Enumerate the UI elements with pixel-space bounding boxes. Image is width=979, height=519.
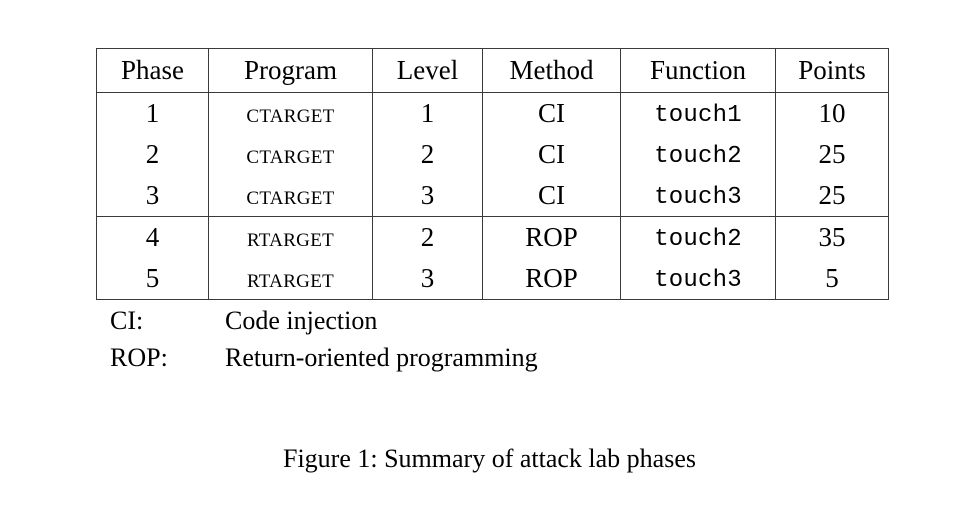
cell-function: touch1 — [620, 92, 776, 134]
cell-level: 3 — [372, 175, 483, 217]
column-header-phase: Phase — [96, 48, 209, 93]
cell-program: CTARGET — [208, 134, 373, 175]
function-name: touch2 — [654, 226, 742, 253]
legend-key-ci: CI: — [110, 306, 144, 335]
table-header: Phase Program Level Method Function Poin… — [96, 48, 889, 93]
table-row: 5 RTARGET 3 ROP touch3 5 — [96, 258, 889, 300]
table-row: 3 CTARGET 3 CI touch3 25 — [96, 175, 889, 217]
cell-method: ROP — [482, 216, 621, 258]
cell-points: 35 — [775, 216, 889, 258]
cell-level: 3 — [372, 258, 483, 300]
cell-points: 10 — [775, 92, 889, 134]
cell-level: 2 — [372, 134, 483, 175]
cell-phase: 2 — [96, 134, 209, 175]
cell-program: CTARGET — [208, 175, 373, 217]
legend-item: ROP: Return-oriented programming — [110, 339, 538, 376]
function-name: touch1 — [654, 102, 742, 129]
cell-function: touch3 — [620, 175, 776, 217]
cell-level: 1 — [372, 92, 483, 134]
program-name: RTARGET — [246, 263, 335, 293]
program-name: CTARGET — [246, 139, 335, 169]
cell-program: CTARGET — [208, 92, 373, 134]
column-header-level: Level — [372, 48, 483, 93]
cell-method: CI — [482, 134, 621, 175]
cell-program: RTARGET — [208, 258, 373, 300]
program-name: CTARGET — [246, 98, 335, 128]
legend-item: CI: Code injection — [110, 302, 538, 339]
column-header-method: Method — [482, 48, 621, 93]
abbreviation-legend: CI: Code injection ROP: Return-oriented … — [110, 302, 538, 376]
legend-desc-rop: Return-oriented programming — [225, 343, 538, 372]
cell-program: RTARGET — [208, 216, 373, 258]
column-header-program: Program — [208, 48, 373, 93]
column-header-points: Points — [775, 48, 889, 93]
cell-function: touch2 — [620, 216, 776, 258]
cell-phase: 4 — [96, 216, 209, 258]
function-name: touch2 — [654, 143, 742, 170]
cell-method: CI — [482, 92, 621, 134]
cell-method: CI — [482, 175, 621, 217]
program-name: CTARGET — [246, 180, 335, 210]
program-name: RTARGET — [246, 222, 335, 252]
table-group-code-injection: 1 CTARGET 1 CI touch1 10 2 CTARGET 2 CI … — [96, 92, 889, 217]
cell-level: 2 — [372, 216, 483, 258]
table-row: 2 CTARGET 2 CI touch2 25 — [96, 134, 889, 175]
cell-phase: 5 — [96, 258, 209, 300]
cell-points: 25 — [775, 134, 889, 175]
cell-points: 25 — [775, 175, 889, 217]
cell-function: touch3 — [620, 258, 776, 300]
figure-caption: Figure 1: Summary of attack lab phases — [282, 444, 697, 473]
cell-phase: 3 — [96, 175, 209, 217]
cell-method: ROP — [482, 258, 621, 300]
column-header-function: Function — [620, 48, 776, 93]
table-group-return-oriented-programming: 4 RTARGET 2 ROP touch2 35 5 RTARGET 3 RO… — [96, 216, 889, 300]
table-row: 4 RTARGET 2 ROP touch2 35 — [96, 216, 889, 258]
function-name: touch3 — [654, 267, 742, 294]
cell-phase: 1 — [96, 92, 209, 134]
legend-desc-ci: Code injection — [225, 306, 378, 335]
table-row: 1 CTARGET 1 CI touch1 10 — [96, 92, 889, 134]
cell-points: 5 — [775, 258, 889, 300]
table-header-row: Phase Program Level Method Function Poin… — [96, 48, 889, 93]
legend-key-rop: ROP: — [110, 343, 168, 372]
function-name: touch3 — [654, 184, 742, 211]
cell-function: touch2 — [620, 134, 776, 175]
attack-lab-phases-table: Phase Program Level Method Function Poin… — [96, 48, 889, 300]
